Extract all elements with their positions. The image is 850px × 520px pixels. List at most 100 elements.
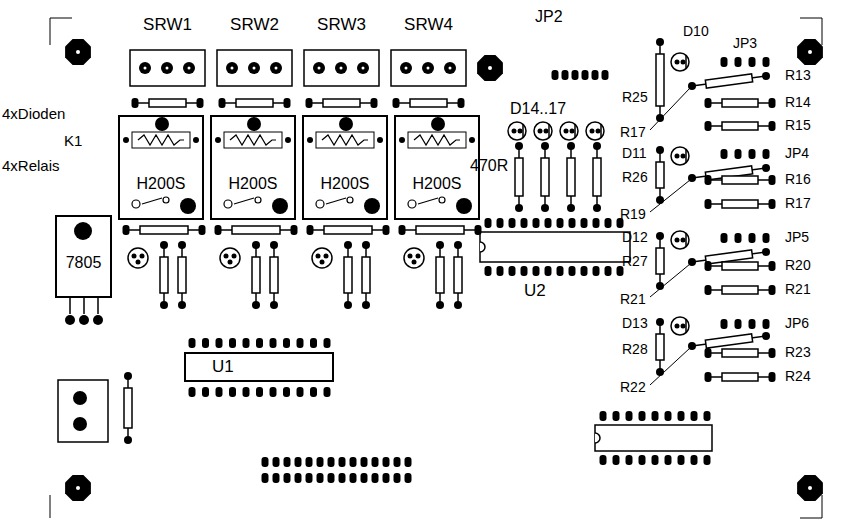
- header-pin: [763, 233, 770, 243]
- led-outline: [671, 147, 689, 165]
- header-pin: [383, 473, 390, 483]
- resistor-symbol: [593, 158, 601, 196]
- header-pin: [372, 457, 379, 467]
- resistor-symbol: [252, 257, 260, 293]
- relay-pad: [469, 137, 475, 143]
- resistor-symbol: [454, 257, 462, 293]
- pad-hole: [362, 67, 365, 70]
- solder-pad: [219, 98, 226, 108]
- solder-pad: [362, 241, 370, 249]
- ic-pin: [593, 266, 600, 276]
- solder-pad: [436, 241, 444, 249]
- label-holder: R17: [785, 196, 811, 211]
- power-connector: [58, 380, 108, 442]
- terminal-pad: [139, 62, 151, 74]
- mounting-hole: [797, 39, 823, 65]
- solder-pad: [412, 260, 417, 265]
- solder-pad: [705, 348, 712, 358]
- ic-pin: [704, 455, 711, 465]
- relay-pad: [431, 117, 445, 131]
- resistor-symbol: [656, 248, 664, 274]
- solder-pad: [93, 315, 103, 325]
- part-label: R21: [620, 291, 646, 307]
- ic-pin: [545, 266, 552, 276]
- label-holder: JP4: [785, 146, 809, 161]
- label-holder: JP2: [535, 8, 563, 26]
- solder-pad: [769, 261, 776, 271]
- resistor-symbol: [236, 99, 273, 107]
- solder-pad: [681, 238, 686, 243]
- terminal-pad: [73, 417, 87, 431]
- part-label: R15: [785, 117, 811, 133]
- part-label: R28: [622, 341, 648, 357]
- voltage-regulator: 7805: [55, 215, 112, 298]
- terminal-block: [217, 50, 292, 86]
- solder-pad: [769, 199, 776, 209]
- header-pin: [328, 457, 335, 467]
- solder-pad: [306, 98, 313, 108]
- header-pin: [562, 70, 569, 80]
- header-pin: [350, 473, 357, 483]
- solder-pad: [762, 164, 770, 172]
- label-holder: R22: [620, 380, 646, 395]
- part-label: U2: [524, 281, 546, 300]
- part-label: R17: [785, 195, 811, 211]
- label-holder: D14..17: [510, 100, 566, 118]
- part-label: R16: [785, 171, 811, 187]
- ic-pin: [569, 218, 576, 228]
- solder-pad: [769, 348, 776, 358]
- hole-center: [808, 50, 812, 54]
- header-pin: [749, 233, 756, 243]
- connector-name: SRW4: [404, 14, 453, 36]
- part-name: 7805: [66, 253, 102, 273]
- ic-pin: [665, 455, 672, 465]
- solder-pad: [515, 142, 523, 150]
- ic-pin: [243, 338, 250, 348]
- pad-hole: [340, 67, 343, 70]
- solder-pad: [362, 301, 370, 309]
- relay-contact: [408, 200, 416, 208]
- ic-pin: [639, 455, 646, 465]
- label-holder: JP6: [785, 316, 809, 331]
- label-holder: D13: [622, 316, 648, 331]
- solder-pad: [541, 142, 549, 150]
- led-outline: [508, 122, 526, 140]
- relay-contact: [224, 200, 232, 208]
- solder-pad: [515, 204, 523, 212]
- header-pin: [317, 473, 324, 483]
- resistor-symbol: [656, 162, 664, 188]
- terminal-pad: [226, 62, 238, 74]
- ic-pin: [652, 455, 659, 465]
- part-name: H200S: [229, 174, 278, 194]
- pad-hole: [449, 67, 452, 70]
- header-pin: [273, 473, 280, 483]
- pad-hole: [231, 67, 234, 70]
- terminal-block-group: SRW1: [130, 14, 205, 88]
- ic-pin: [497, 218, 504, 228]
- solder-pad: [590, 129, 595, 134]
- ic-pin: [189, 387, 196, 397]
- hole-center: [76, 50, 80, 54]
- part-name: H200S: [321, 174, 370, 194]
- relay-pad: [339, 117, 353, 131]
- ic-pin: [593, 218, 600, 228]
- terminal-pad: [357, 62, 369, 74]
- ic-pin: [581, 218, 588, 228]
- header-pin: [372, 473, 379, 483]
- header-pin: [572, 70, 579, 80]
- part-label: R22: [620, 379, 646, 395]
- led-outline: [560, 122, 578, 140]
- header-pin: [262, 473, 269, 483]
- pad-hole: [144, 67, 147, 70]
- hole-center: [488, 66, 492, 70]
- label-holder: R20: [785, 258, 811, 273]
- terminal-block-group: SRW2: [217, 14, 292, 88]
- label-holder: R25: [622, 90, 648, 105]
- relay-outline: H200S: [118, 115, 204, 220]
- header-pin: [735, 233, 742, 243]
- terminal-pad: [270, 62, 282, 74]
- part-label: JP3: [733, 35, 757, 51]
- ic-outline: U1: [184, 352, 334, 382]
- part-label: R20: [785, 257, 811, 273]
- terminal-pad: [313, 62, 325, 74]
